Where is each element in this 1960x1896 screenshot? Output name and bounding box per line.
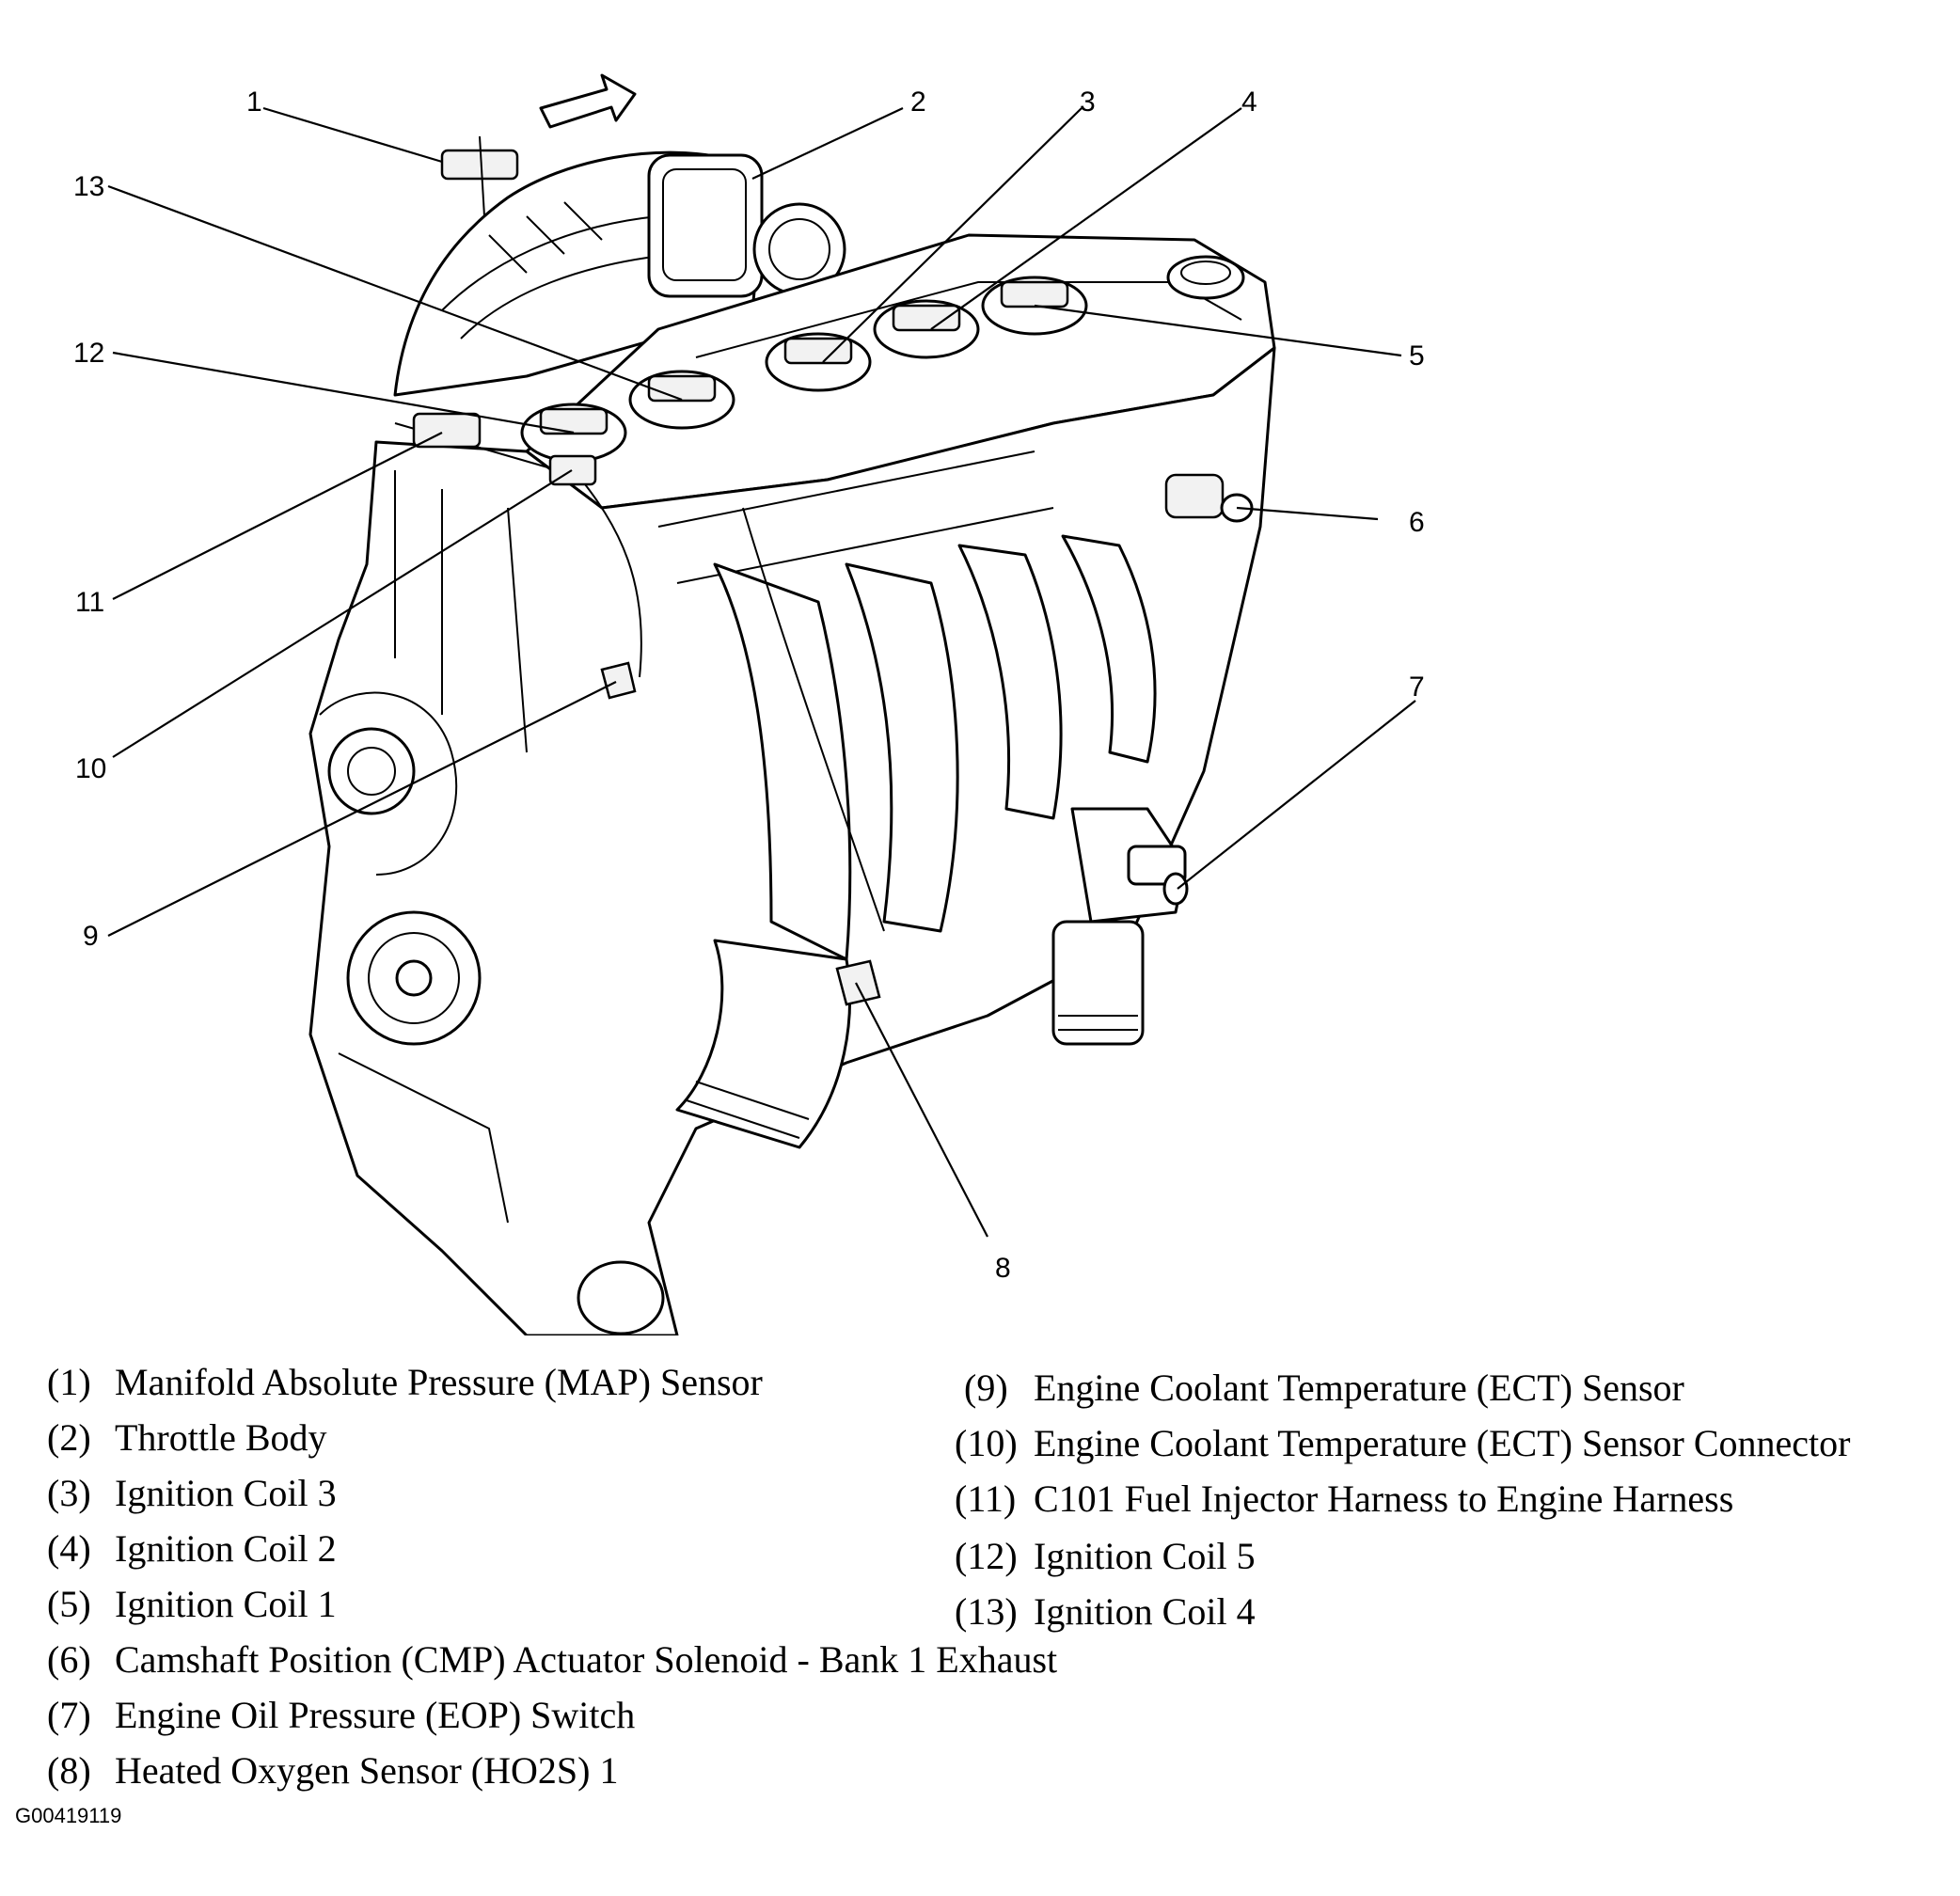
legend-number: (12): [955, 1535, 1018, 1577]
legend-text: Ignition Coil 1: [115, 1583, 337, 1625]
legend-number: (13): [955, 1590, 1018, 1633]
leader-line-13: [107, 184, 683, 402]
callout-numbers: 1 2 3 4 5 6 7 8 9 10 11 12 13: [73, 87, 1425, 1284]
legend-number: (4): [47, 1527, 91, 1570]
legend-number: (10): [955, 1422, 1018, 1464]
legend-item-13: (13) Ignition Coil 4: [955, 1589, 1256, 1635]
callout-11: 11: [75, 587, 104, 618]
legend-item-1: (1) Manifold Absolute Pressure (MAP) Sens…: [47, 1360, 763, 1405]
legend-number: (5): [47, 1583, 91, 1625]
legend-number: (11): [955, 1477, 1017, 1520]
legend-item-3: (3) Ignition Coil 3: [47, 1471, 337, 1516]
leader-line-10: [112, 469, 573, 758]
figure-id: G00419119: [15, 1804, 122, 1827]
leader-line-2: [751, 107, 904, 180]
legend-item-10: (10) Engine Coolant Temperature (ECT) Sen…: [955, 1421, 1850, 1466]
callout-12: 12: [73, 338, 104, 369]
leader-line-5: [1034, 304, 1402, 357]
callout-3: 3: [1080, 87, 1096, 118]
legend-number: (2): [47, 1416, 91, 1459]
leader-lines: [107, 106, 1416, 1238]
legend-number: (9): [964, 1367, 1008, 1409]
legend-text: C101 Fuel Injector Harness to Engine Har…: [1034, 1477, 1734, 1520]
legend-text: Engine Oil Pressure (EOP) Switch: [115, 1694, 636, 1736]
legend-item-11: (11) C101 Fuel Injector Harness to Engine…: [955, 1477, 1733, 1522]
legend-text: Manifold Absolute Pressure (MAP) Sensor: [115, 1361, 763, 1403]
leader-line-1: [262, 106, 443, 164]
callout-4: 4: [1241, 87, 1257, 118]
callout-6: 6: [1409, 507, 1425, 538]
direction-arrow-icon: [539, 73, 637, 129]
leader-line-9: [107, 681, 617, 937]
legend-number: (3): [47, 1472, 91, 1514]
legend-text: Engine Coolant Temperature (ECT) Sensor …: [1034, 1422, 1851, 1464]
legend-item-5: (5) Ignition Coil 1: [47, 1582, 337, 1627]
callout-9: 9: [83, 921, 99, 952]
leader-line-8: [855, 982, 988, 1238]
callout-13: 13: [73, 171, 104, 202]
legend-item-8: (8) Heated Oxygen Sensor (HO2S) 1: [47, 1748, 618, 1793]
legend-number: (1): [47, 1361, 91, 1403]
legend-number: (7): [47, 1694, 91, 1736]
legend-text: Ignition Coil 3: [115, 1472, 337, 1514]
leader-line-6: [1236, 506, 1379, 521]
engine-diagram: 1 2 3 4 5 6 7 8 9 10 11 12 13: [73, 73, 1425, 1335]
engine-illustration: [308, 73, 1276, 1335]
legend-text: Ignition Coil 4: [1034, 1590, 1256, 1633]
callout-7: 7: [1409, 672, 1425, 703]
leader-line-12: [112, 351, 575, 434]
legend-item-12: (12) Ignition Coil 5: [955, 1534, 1256, 1579]
legend-number: (6): [47, 1638, 91, 1681]
leader-line-7: [1177, 700, 1416, 890]
legend-text: Throttle Body: [115, 1416, 327, 1459]
legend-item-6: (6) Camshaft Position (CMP) Actuator Sole…: [47, 1637, 1057, 1683]
legend-text: Ignition Coil 5: [1034, 1535, 1256, 1577]
callout-2: 2: [910, 87, 926, 118]
legend-item-7: (7) Engine Oil Pressure (EOP) Switch: [47, 1693, 635, 1738]
callout-8: 8: [995, 1253, 1011, 1284]
legend-number: (8): [47, 1749, 91, 1792]
leader-line-3: [822, 107, 1083, 363]
legend-text: Ignition Coil 2: [115, 1527, 337, 1570]
callout-5: 5: [1409, 340, 1425, 371]
leader-line-11: [112, 432, 443, 600]
legend-text: Engine Coolant Temperature (ECT) Sensor: [1034, 1367, 1684, 1409]
callout-1: 1: [246, 87, 262, 118]
legend-text: Heated Oxygen Sensor (HO2S) 1: [115, 1749, 619, 1792]
legend-item-9: (9) Engine Coolant Temperature (ECT) Sens…: [955, 1366, 1684, 1411]
callout-10: 10: [75, 753, 106, 784]
legend-item-2: (2) Throttle Body: [47, 1415, 327, 1461]
legend-item-4: (4) Ignition Coil 2: [47, 1526, 337, 1572]
leader-line-4: [930, 107, 1242, 330]
legend-text: Camshaft Position (CMP) Actuator Solenoi…: [115, 1638, 1058, 1681]
